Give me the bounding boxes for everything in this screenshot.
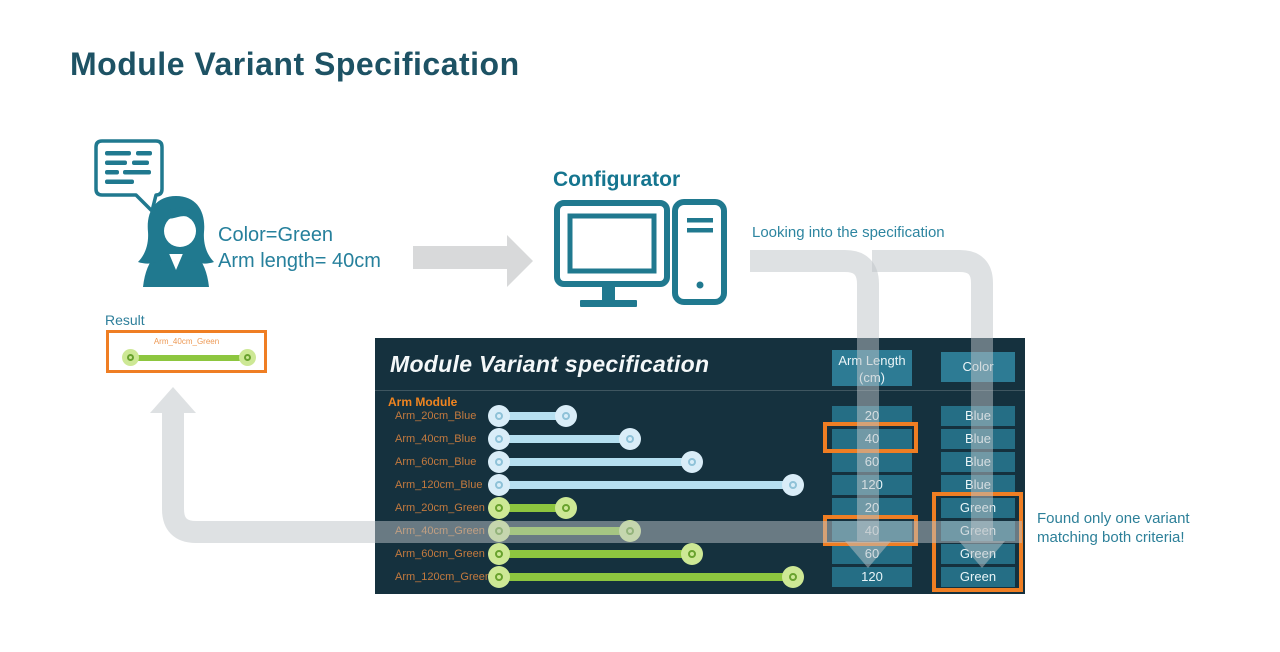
table-row: Arm_20cm_Green 20 Green <box>375 497 1025 519</box>
row-label: Arm_60cm_Blue <box>395 456 477 468</box>
color-cell: Green <box>941 567 1015 587</box>
speech-bubble-icon <box>94 139 214 287</box>
result-box: Arm_40cm_Green <box>106 330 267 373</box>
length-cell: 60 <box>832 452 912 472</box>
group-label-arm-module: Arm Module <box>388 395 458 409</box>
column-header-arm-length: Arm Length (cm) <box>832 350 912 386</box>
table-row: Arm_60cm_Green 60 Green <box>375 543 1025 565</box>
configurator-title: Configurator <box>553 168 681 191</box>
arm-graphic <box>488 566 804 588</box>
table-row: Arm_40cm_Green 40 Green <box>375 520 1025 542</box>
arm-graphic <box>488 428 641 450</box>
request-arrow <box>413 235 533 287</box>
length-cell: 120 <box>832 567 912 587</box>
table-separator <box>375 390 1025 391</box>
color-cell: Blue <box>941 429 1015 449</box>
highlight-box-green-color <box>932 492 1023 592</box>
arm-graphic <box>488 405 577 427</box>
row-label: Arm_120cm_Blue <box>395 479 483 491</box>
arm-graphic <box>488 474 804 496</box>
request-arm-length: Arm length= 40cm <box>218 250 381 272</box>
result-label: Result <box>105 312 145 328</box>
row-label: Arm_40cm_Green <box>395 525 485 537</box>
table-row: Arm_20cm_Blue 20 Blue <box>375 405 1025 427</box>
arm-graphic <box>488 497 577 519</box>
table-row: Arm_60cm_Blue 60 Blue <box>375 451 1025 473</box>
arm-graphic <box>488 543 703 565</box>
result-variant-label: Arm_40cm_Green <box>153 337 220 346</box>
arm-graphic <box>488 520 641 542</box>
table-row: Arm_40cm_Blue 40 Blue <box>375 428 1025 450</box>
row-label: Arm_20cm_Blue <box>395 410 477 422</box>
row-label: Arm_120cm_Green <box>395 571 491 583</box>
row-label: Arm_20cm_Green <box>395 502 485 514</box>
arm-graphic <box>488 451 703 473</box>
row-label: Arm_40cm_Blue <box>395 433 477 445</box>
color-cell: Blue <box>941 406 1015 426</box>
row-label: Arm_60cm_Green <box>395 548 485 560</box>
user-icon <box>138 196 214 287</box>
length-cell: 120 <box>832 475 912 495</box>
request-color: Color=Green <box>218 224 334 246</box>
looking-annotation: Looking into the specification <box>752 224 945 241</box>
highlight-box-length-40-green <box>823 515 918 546</box>
customer-request-text: Color=Green Arm length= 40cm <box>218 222 381 274</box>
column-header-color: Color <box>941 352 1015 382</box>
page-title: Module Variant Specification <box>70 46 520 82</box>
highlight-box-length-40 <box>823 422 918 453</box>
color-cell: Blue <box>941 452 1015 472</box>
found-annotation: Found only one variant matching both cri… <box>1037 510 1190 546</box>
spec-table: Module Variant specification Arm Length … <box>375 338 1025 594</box>
computer-icon <box>554 199 727 307</box>
table-row: Arm_120cm_Green 120 Green <box>375 566 1025 588</box>
result-arm-graphic <box>122 349 256 366</box>
table-row: Arm_120cm_Blue 120 Blue <box>375 474 1025 496</box>
length-cell: 60 <box>832 544 912 564</box>
spec-table-title: Module Variant specification <box>390 351 710 377</box>
